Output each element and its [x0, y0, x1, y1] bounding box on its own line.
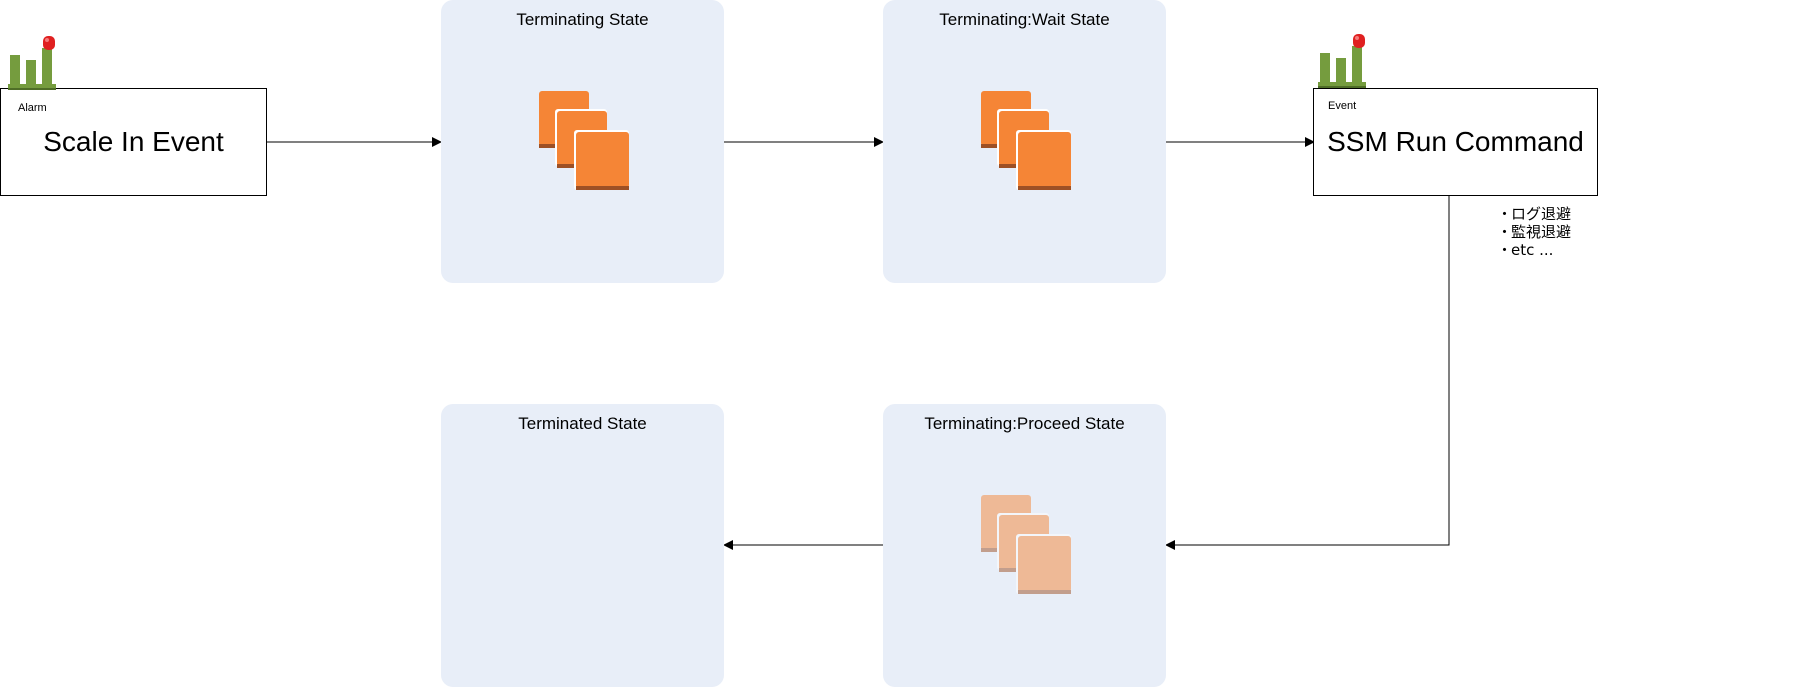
ssm-notes-list: ・ログ退避 ・監視退避 ・etc ... — [1497, 205, 1571, 259]
ec2-instances-icon — [981, 495, 1071, 594]
ssm-run-command-tag: Event — [1328, 100, 1357, 112]
scale-in-event-tag: Alarm — [18, 102, 47, 114]
note-bullet: ・ — [1497, 205, 1513, 223]
ssm-run-command-label: SSM Run Command — [1327, 126, 1584, 157]
terminating-state-panel: Terminating State — [441, 0, 724, 283]
cloudwatch-event-icon — [1318, 34, 1366, 88]
note-bullet: ・ — [1497, 223, 1513, 241]
terminated-state-panel: Terminated State — [441, 404, 724, 687]
ec2-instances-icon — [539, 91, 629, 190]
arrow-ssm-to-proceed — [1165, 196, 1450, 550]
ssm-note-item: ・ログ退避 — [1497, 205, 1571, 223]
terminating-proceed-state-title: Terminating:Proceed State — [924, 414, 1125, 433]
scale-in-event-box: Alarm Scale In Event — [0, 88, 267, 196]
note-text: 監視退避 — [1511, 223, 1572, 241]
cloudwatch-alarm-icon — [8, 36, 56, 90]
terminating-wait-state-title: Terminating:Wait State — [939, 10, 1110, 29]
scale-in-event-label: Scale In Event — [43, 126, 224, 157]
terminating-wait-state-panel: Terminating:Wait State — [883, 0, 1166, 283]
note-text: ログ退避 — [1511, 205, 1572, 223]
terminating-state-title: Terminating State — [516, 10, 649, 29]
ssm-run-command-box: Event SSM Run Command — [1313, 88, 1598, 196]
ec2-instances-icon — [981, 91, 1071, 190]
terminated-state-title: Terminated State — [518, 414, 647, 433]
note-text: etc ... — [1511, 241, 1554, 259]
note-bullet: ・ — [1497, 241, 1513, 259]
ssm-note-item: ・etc ... — [1497, 241, 1571, 259]
terminating-proceed-state-panel: Terminating:Proceed State — [883, 404, 1166, 687]
ssm-note-item: ・監視退避 — [1497, 223, 1571, 241]
